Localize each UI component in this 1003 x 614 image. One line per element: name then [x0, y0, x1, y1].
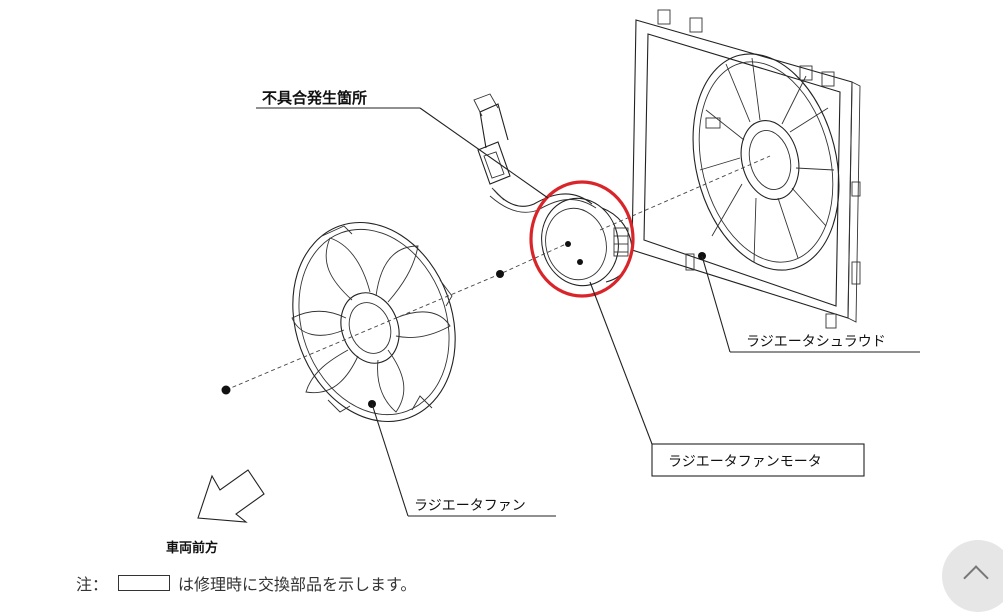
- replacement-parts-note: 注： は修理時に交換部品を示します。: [76, 570, 416, 596]
- radiator-fan: [291, 221, 456, 423]
- fan-callout: ラジエータファン: [371, 403, 556, 517]
- replacement-part-legend-box: [118, 575, 171, 591]
- fan-label: ラジエータファン: [414, 498, 526, 514]
- note-prefix: 注：: [76, 575, 109, 594]
- vehicle-front-indicator: 車両前方: [166, 469, 265, 556]
- vehicle-front-arrow-icon: [197, 469, 265, 523]
- radiator-shroud: [631, 9, 861, 329]
- shroud-label: ラジエータシュラウド: [746, 334, 886, 350]
- shroud-callout: ラジエータシュラウド: [701, 255, 920, 353]
- axis-point-front: [221, 385, 231, 395]
- defect-location-callout: 不具合発生箇所: [256, 89, 549, 199]
- vehicle-front-label: 車両前方: [166, 540, 218, 556]
- note-text: は修理時に交換部品を示します。: [178, 575, 417, 594]
- fan-motor-callout: ラジエータファンモータ: [589, 281, 865, 477]
- chevron-up-icon: [963, 565, 989, 591]
- defect-location-label: 不具合発生箇所: [262, 89, 367, 107]
- scroll-to-top-button[interactable]: [942, 540, 1003, 612]
- fan-motor-label: ラジエータファンモータ: [668, 454, 822, 470]
- defect-highlight-circle: [529, 180, 635, 298]
- axis-point-mid: [496, 270, 504, 278]
